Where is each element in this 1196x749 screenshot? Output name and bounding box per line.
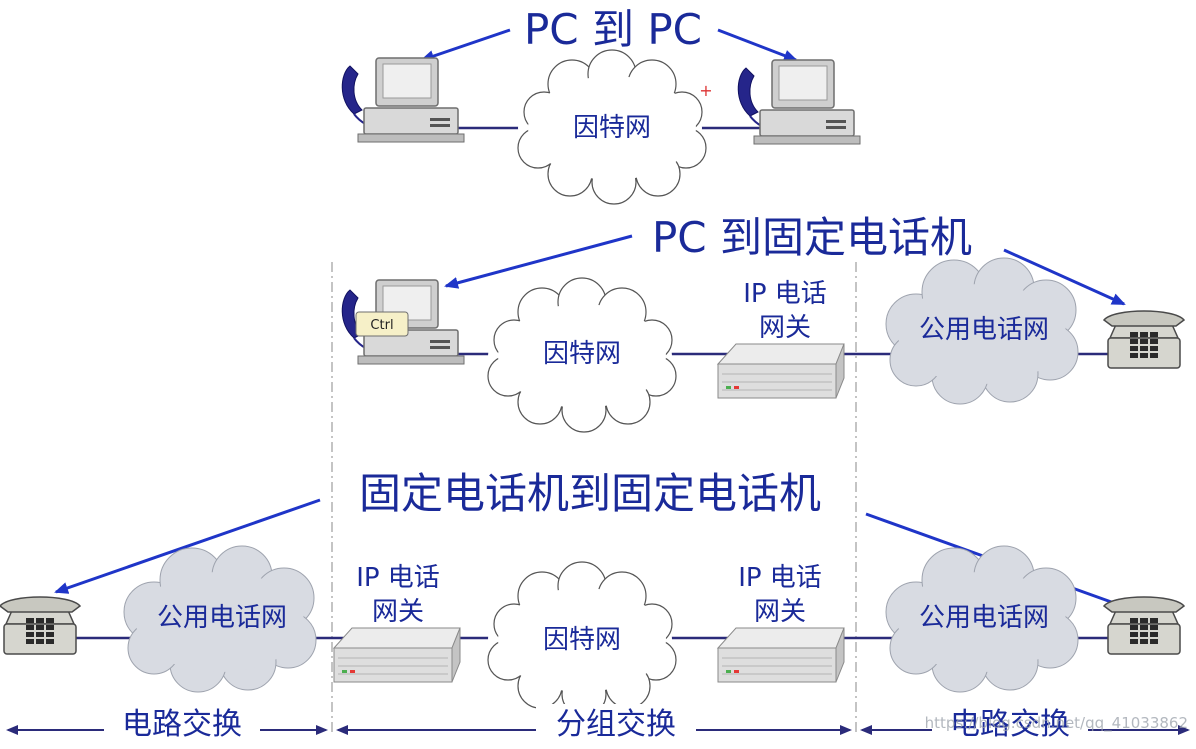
pstn-label-right-row3: 公用电话网: [919, 603, 1049, 633]
internet-label-row2: 因特网: [543, 339, 621, 369]
pstn-label-row2: 公用电话网: [919, 315, 1049, 345]
internet-label-row1: 因特网: [573, 113, 651, 143]
label-circuit-switching-right: 电路交换: [950, 707, 1070, 742]
gateway-label1-right-row3: IP 电话: [738, 563, 822, 593]
gateway-icon-left-row3: [333, 627, 461, 683]
gateway-label1-left-row3: IP 电话: [356, 563, 440, 593]
title-phone-to-phone: 固定电话机到固定电话机: [359, 469, 821, 518]
title-pc-to-pc: PC 到 PC: [524, 5, 702, 54]
gateway-icon-right-row3: [717, 627, 845, 683]
telephone-icon-left-row3: [0, 596, 81, 655]
internet-label-row3: 因特网: [543, 625, 621, 655]
arrow-phone-left-row3: [54, 498, 321, 594]
arrow-phone-row2: [1003, 248, 1126, 306]
arrow-pc1: [420, 28, 511, 62]
ctrl-key-label: Ctrl: [370, 318, 393, 333]
title-pc-to-phone: PC 到固定电话机: [652, 213, 972, 262]
pstn-label-left-row3: 公用电话网: [157, 603, 287, 633]
arrow-pc-row2: [444, 234, 633, 289]
gateway-label2-left-row3: 网关: [372, 597, 424, 627]
telephone-icon-right-row3: [1103, 596, 1185, 655]
cursor-mark: +: [699, 81, 712, 100]
gateway-icon-row2: [717, 343, 845, 399]
ctrl-key-icon: Ctrl: [355, 311, 409, 337]
label-circuit-switching-left: 电路交换: [122, 707, 242, 742]
pc-icon-left-row1: [357, 57, 465, 143]
watermark: https://blog.csdn.net/qq_41033862: [925, 714, 1188, 733]
telephone-icon-row2: [1103, 310, 1185, 369]
pc-icon-right-row1: [753, 59, 861, 145]
label-packet-switching: 分组交换: [556, 707, 676, 742]
arrow-pc2: [717, 28, 798, 62]
gateway-label1-row2: IP 电话: [743, 279, 827, 309]
gateway-label2-right-row3: 网关: [754, 597, 806, 627]
gateway-label2-row2: 网关: [759, 313, 811, 343]
